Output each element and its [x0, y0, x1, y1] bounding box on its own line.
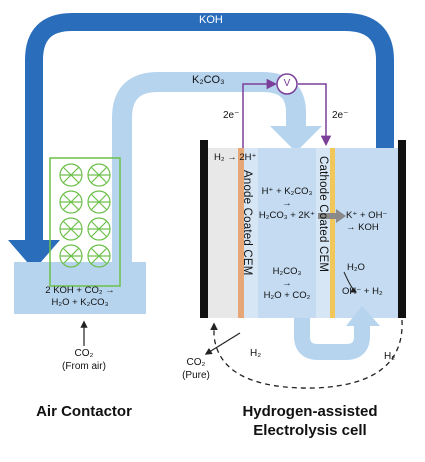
- water-split-label: OH⁻ + H₂: [342, 286, 383, 297]
- electron-label-right: 2e⁻: [332, 110, 349, 121]
- cathode-membrane-label: Cathode Coated CEM: [317, 156, 329, 273]
- h2-recycle-label-right: H₂: [384, 351, 396, 362]
- k2co3-feed-loop: [112, 72, 322, 262]
- anode-chamber: [208, 148, 238, 318]
- mid-reaction-2-line2: →: [282, 278, 292, 289]
- packing-circles: [59, 163, 111, 268]
- co2-pure-line2: (Pure): [182, 370, 210, 381]
- co2-pure-outlet-arrow: [204, 332, 241, 355]
- contactor-reaction-line2: H₂O + K₂CO₃: [51, 297, 109, 308]
- cathode-cem: [316, 148, 330, 318]
- cathode-reaction-line1: K⁺ + OH⁻: [346, 210, 388, 221]
- mid-reaction-1-line1: H⁺ + K₂CO₃: [261, 186, 313, 197]
- water-label: H₂O: [347, 262, 365, 273]
- anode-cem: [244, 148, 258, 318]
- cathode-plate: [398, 140, 406, 318]
- voltmeter-label: V: [283, 78, 291, 89]
- mid-reaction-1-line3: H₂CO₃ + 2K⁺: [258, 210, 316, 221]
- cathode-reaction-line2: → KOH: [346, 222, 379, 233]
- anode-reaction: H₂ → 2H⁺: [214, 152, 257, 163]
- air-contactor: [14, 157, 146, 346]
- anode-plate: [200, 140, 208, 318]
- external-circuit: [242, 73, 332, 148]
- koh-return-loop: [8, 13, 394, 270]
- electron-label-left: 2e⁻: [223, 110, 240, 121]
- air-contactor-title: Air Contactor: [36, 403, 132, 420]
- koh-flow-label: KOH: [199, 14, 223, 26]
- mid-reaction-2-line1: H₂CO₃: [272, 266, 302, 277]
- co2-pure-line1: CO₂: [186, 357, 206, 368]
- h2-recycle-stream: [294, 306, 380, 360]
- electrolysis-cell: [200, 140, 406, 318]
- voltmeter-icon: [276, 73, 298, 95]
- cell-title-line2: Electrolysis cell: [253, 422, 367, 439]
- cell-title-line1: Hydrogen-assisted: [242, 403, 378, 420]
- h2-recycle-label-left: H₂: [250, 348, 262, 359]
- co2-air-input-line2: (From air): [62, 361, 106, 372]
- k-ion-arrow: [318, 209, 346, 223]
- contactor-reaction-line1: 2 KOH + CO₂ →: [45, 285, 115, 296]
- co2-air-input-line1: CO₂: [74, 348, 94, 359]
- k2co3-flow-label: K₂CO₃: [192, 74, 225, 86]
- reaction-arrows: [318, 209, 358, 293]
- cathode-membrane-layer: [330, 148, 335, 318]
- mid-reaction-1-line2: →: [282, 198, 292, 209]
- h2-dashed-loop: [210, 319, 403, 389]
- anode-membrane-layer: [238, 148, 244, 318]
- mid-reaction-2-line3: H₂O + CO₂: [263, 290, 311, 301]
- anode-membrane-label: Anode Coated CEM: [241, 170, 253, 276]
